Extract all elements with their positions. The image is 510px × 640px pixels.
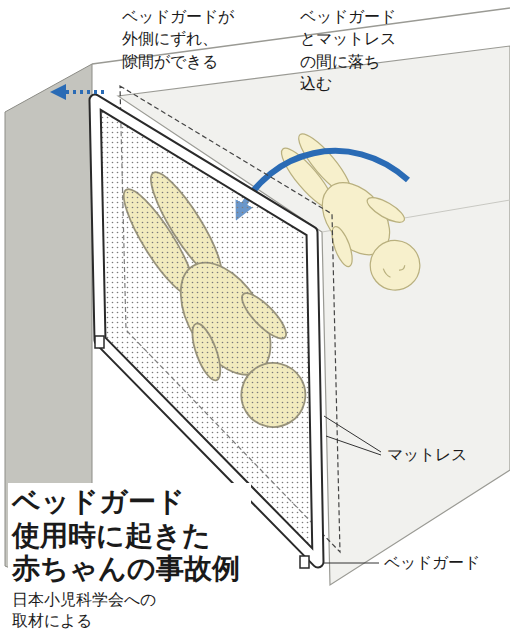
shift-arrow-line <box>64 90 104 94</box>
guard-foot <box>300 556 309 568</box>
part-label: ベッドガード <box>384 553 496 574</box>
leader-line <box>324 416 381 452</box>
annotation: ベッドガードが 外側にずれ、 隙間ができる <box>122 6 244 73</box>
guard-foot <box>95 336 104 348</box>
part-label: マットレス <box>387 445 483 466</box>
shift-arrow-head <box>50 84 66 100</box>
leader-line <box>326 436 381 455</box>
title: ベッドガード 使用時に起きた 赤ちゃんの事故例 <box>8 483 251 588</box>
annotation: ベッドガード とマットレス の間に落ち 込む <box>300 6 406 96</box>
leader-line <box>324 563 379 564</box>
caption: 日本小児科学会への 取材による <box>8 588 170 634</box>
